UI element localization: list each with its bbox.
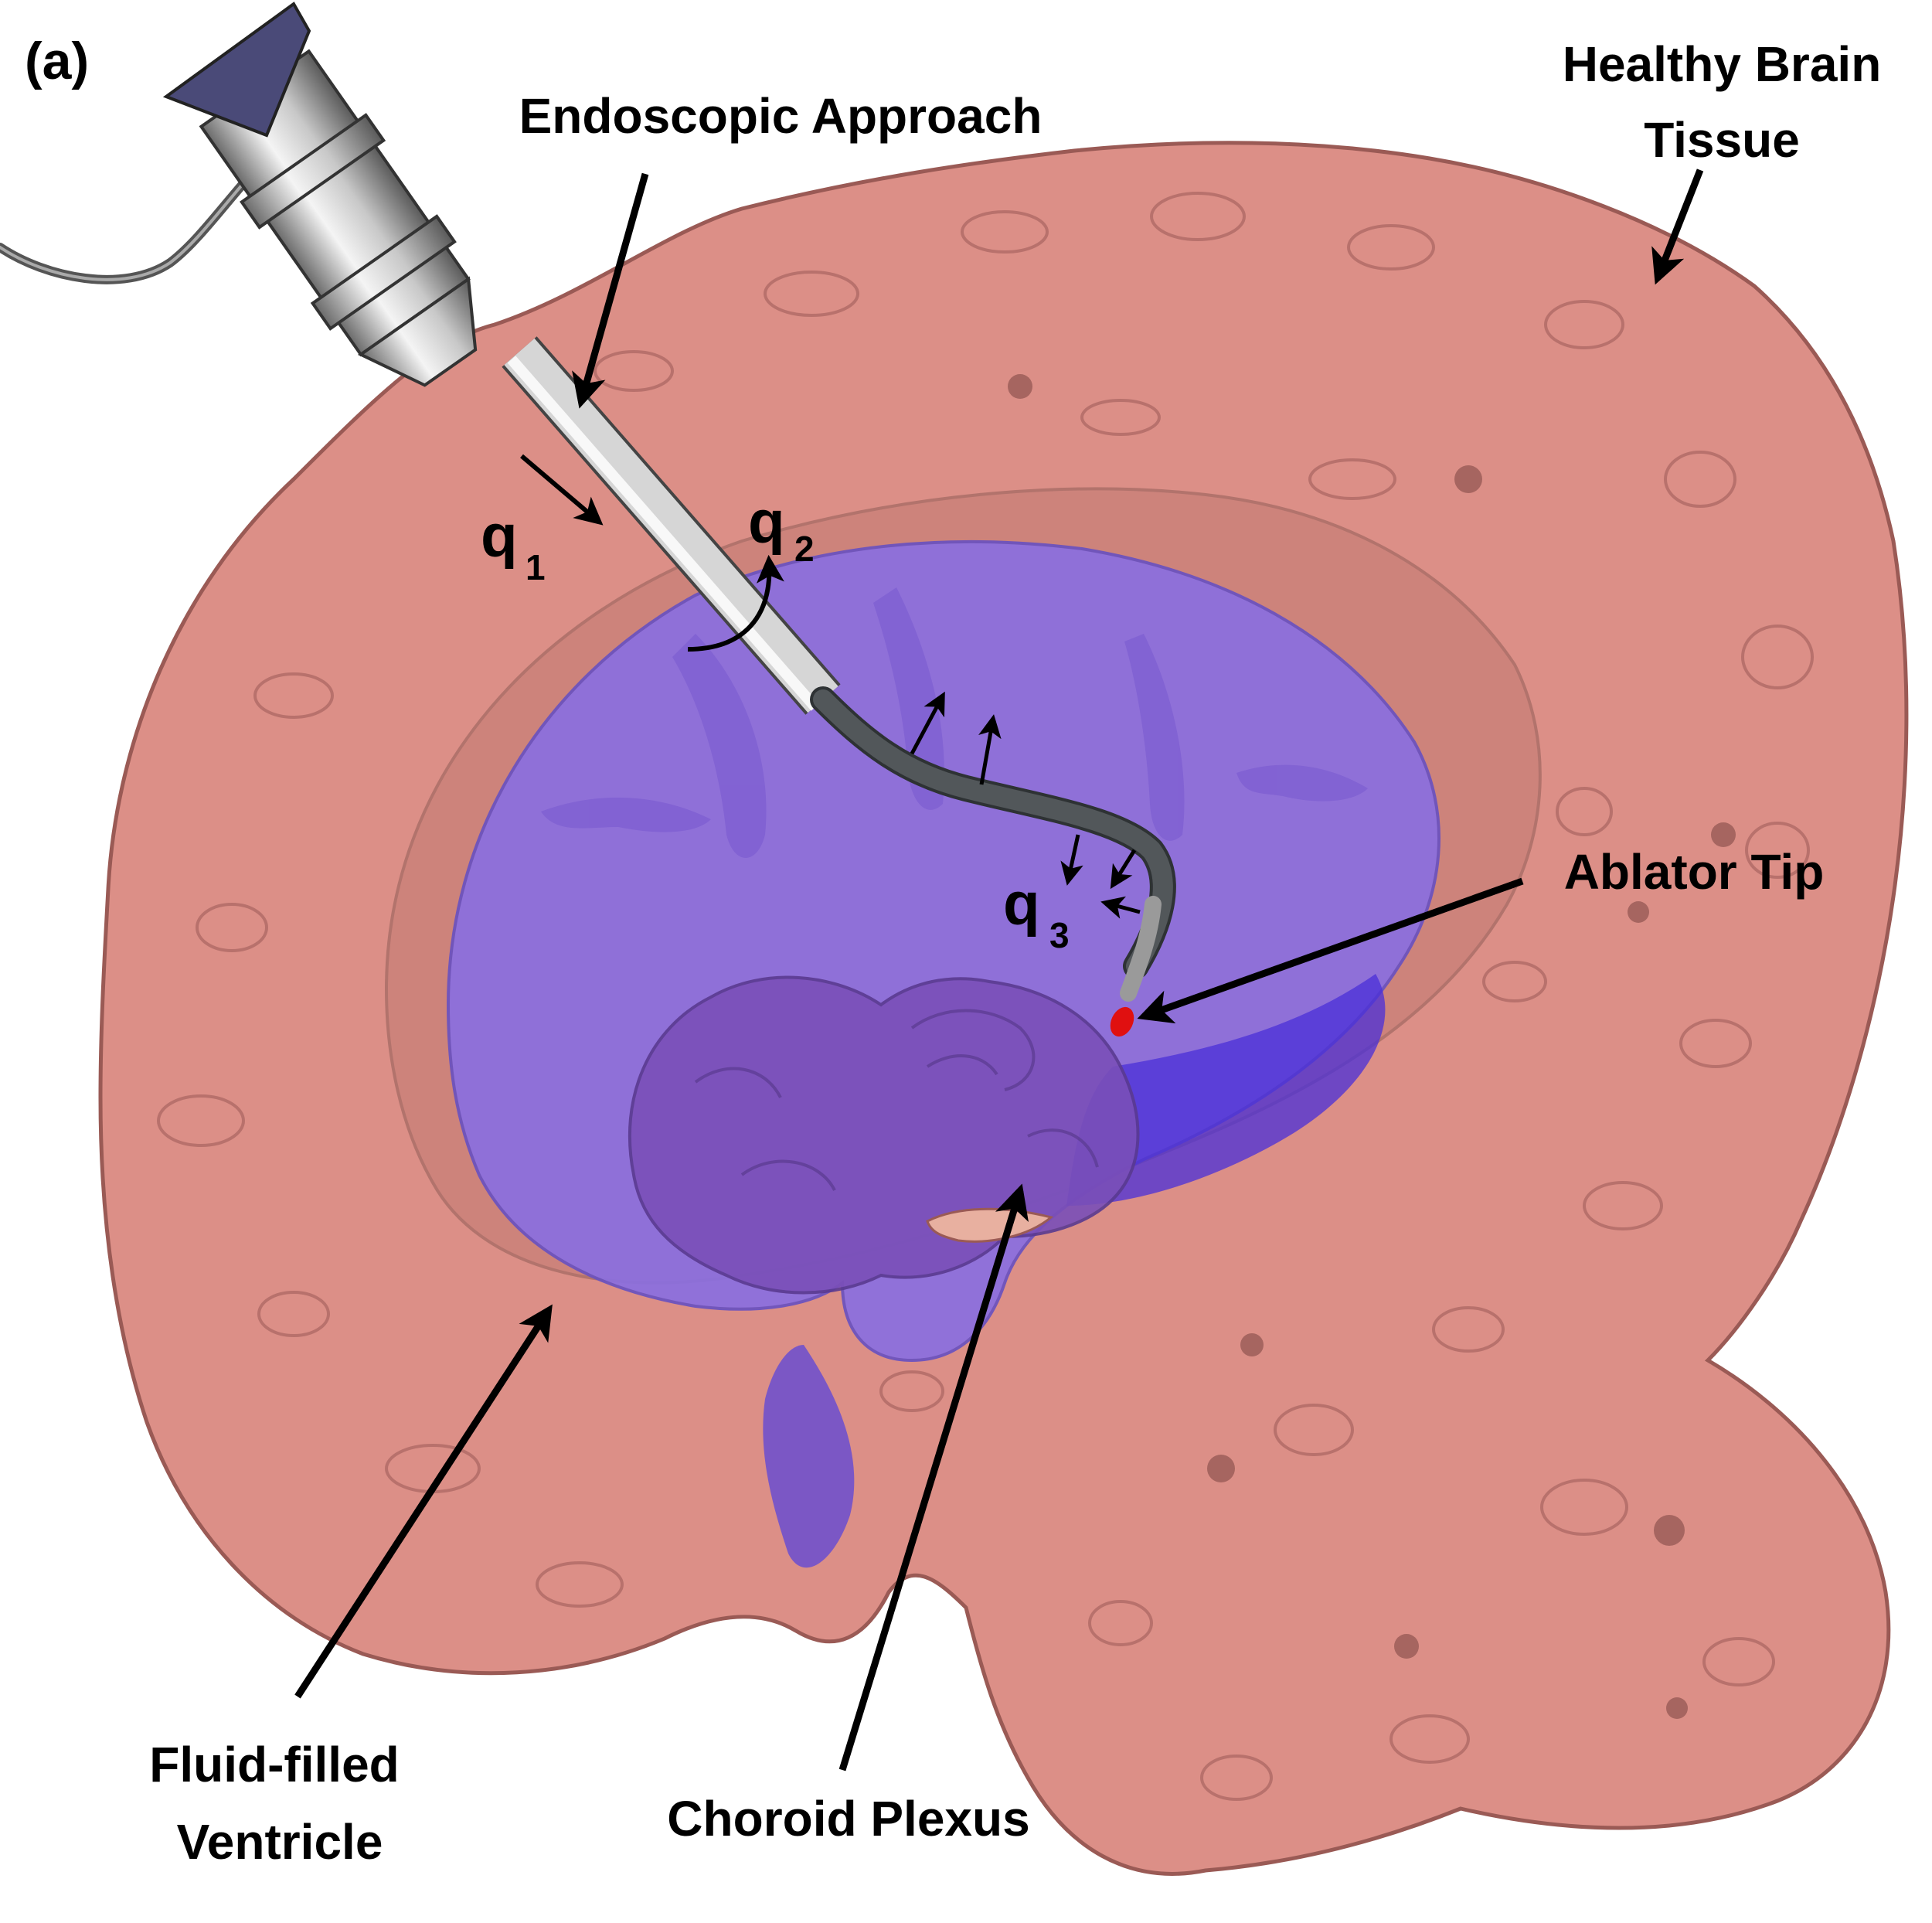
endoscope-cable [0, 158, 267, 284]
ablator-tip-label: Ablator Tip [1564, 844, 1825, 900]
q2-rotation-arrow [687, 554, 784, 652]
q1-subscript: 1 [526, 547, 546, 587]
endoscopic-approach-arrow [572, 172, 649, 409]
catheter-distal-segment [1120, 896, 1162, 1002]
q1-arrow [520, 454, 604, 526]
ablator-tip-marker [1110, 1006, 1134, 1037]
endoscope-shaft-highlight [507, 356, 820, 711]
q3-arrow-1 [910, 691, 945, 755]
q3-arrow-2 [978, 714, 1002, 785]
fluid-ventricle-arrow [294, 1304, 553, 1699]
q2-subscript: 2 [794, 529, 815, 569]
ventricle-lower-horn [763, 1345, 855, 1568]
endoscope-eyepiece [162, 2, 311, 138]
choroid-plexus-label: Choroid Plexus [667, 1791, 1029, 1846]
ventricle-texture [541, 587, 1368, 858]
steerable-catheter-body [813, 689, 1173, 976]
endoscope-taper [357, 276, 478, 387]
q1-symbol: q [481, 502, 518, 570]
endoscope-cable-highlight [0, 161, 264, 281]
fluid-ventricle-label-line1: Fluid-filled [149, 1737, 400, 1792]
endoscope-shaft-metal [504, 338, 838, 713]
endoscopic-approach-label: Endoscopic Approach [519, 88, 1043, 144]
q3-arrow-4 [1110, 849, 1137, 890]
ventricle-deep-region [1066, 974, 1386, 1206]
tissue-texture [157, 192, 1814, 1801]
joint-annotations [520, 454, 1141, 919]
choroid-plexus-arrow [838, 1183, 1029, 1772]
endoscope-band-1 [240, 113, 386, 230]
healthy-brain-label-line1: Healthy Brain [1563, 36, 1882, 92]
panel-label: (a) [25, 32, 89, 90]
label-arrows [294, 168, 1704, 1772]
q3-arrow-5 [1100, 896, 1141, 919]
healthy-brain-label-line2: Tissue [1644, 112, 1800, 168]
ablator-tip-arrow [1137, 877, 1524, 1024]
q2-symbol: q [748, 488, 785, 556]
fluid-ventricle-label-line2: Ventricle [177, 1814, 383, 1870]
q3-symbol: q [1003, 870, 1040, 938]
endoscope [0, 2, 1176, 1037]
endoscope-band-2 [310, 214, 457, 331]
tissue-dark-pits [1008, 374, 1736, 1719]
q3-subscript: 3 [1049, 915, 1070, 955]
choroid-plexus-folds [694, 1009, 1099, 1191]
healthy-brain-arrow [1651, 168, 1704, 285]
q3-arrow-3 [1060, 834, 1083, 886]
